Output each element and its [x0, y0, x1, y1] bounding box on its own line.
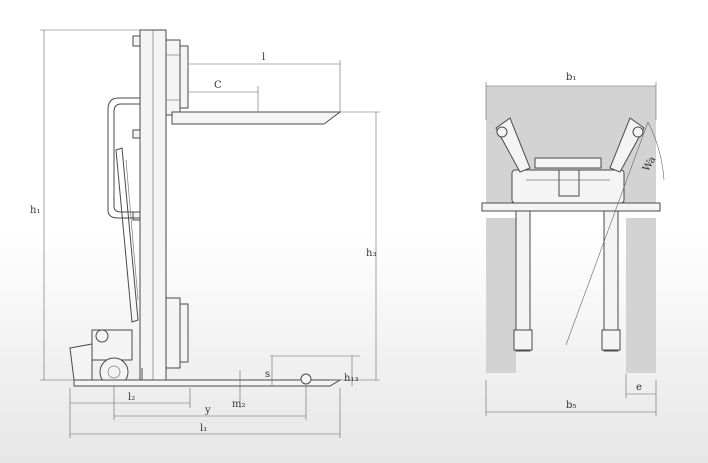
- push-handle: [107, 97, 140, 219]
- left-roller: [496, 126, 508, 138]
- fork-carriage: [165, 39, 181, 116]
- mast-bolt-lower: [132, 211, 141, 221]
- label-b1: b₁: [566, 72, 576, 83]
- load-wheel: [300, 373, 312, 385]
- front-crossbar: [481, 202, 661, 212]
- label-h13: h₁₃: [344, 373, 358, 384]
- chassis-rear: [69, 343, 93, 381]
- label-m2: m₂: [232, 399, 246, 410]
- left-fork-shadow: [486, 218, 516, 373]
- pump-lever: [115, 147, 139, 323]
- turning-radius-line: [565, 121, 649, 346]
- label-l: l: [262, 52, 265, 63]
- front-view: b₁ b₅ e Wa: [481, 72, 665, 416]
- label-l2: l₂: [128, 392, 135, 403]
- right-leg: [603, 210, 619, 352]
- base-leg: [73, 379, 342, 387]
- mast-bolt: [132, 129, 141, 139]
- label-s: s: [265, 369, 270, 380]
- left-load-wheel: [513, 329, 533, 351]
- side-dimensions: [40, 29, 380, 438]
- mast-top-block: [132, 35, 141, 47]
- cylinder-center: [558, 169, 580, 197]
- front-dimensions: [485, 82, 657, 416]
- label-y: y: [204, 405, 211, 416]
- top-bar: [534, 157, 602, 169]
- right-load-wheel: [601, 329, 621, 351]
- lower-carriage: [165, 297, 181, 369]
- right-fork-shadow: [626, 218, 656, 373]
- label-b5: b₅: [566, 400, 576, 411]
- side-view: h₁ h₃ h₁₃ s m₂ l C l₂ y l₁: [30, 29, 380, 438]
- label-e: e: [636, 382, 642, 393]
- carriage-plate: [179, 45, 189, 109]
- label-c: C: [214, 80, 222, 91]
- label-h1: h₁: [30, 205, 40, 216]
- lower-carriage-plate: [179, 303, 189, 363]
- label-h3: h₃: [366, 248, 376, 259]
- pump-cylinder: [95, 329, 109, 343]
- label-l1: l₁: [200, 423, 207, 434]
- right-roller: [632, 126, 644, 138]
- fork-arm: [171, 111, 342, 125]
- left-leg: [515, 210, 531, 352]
